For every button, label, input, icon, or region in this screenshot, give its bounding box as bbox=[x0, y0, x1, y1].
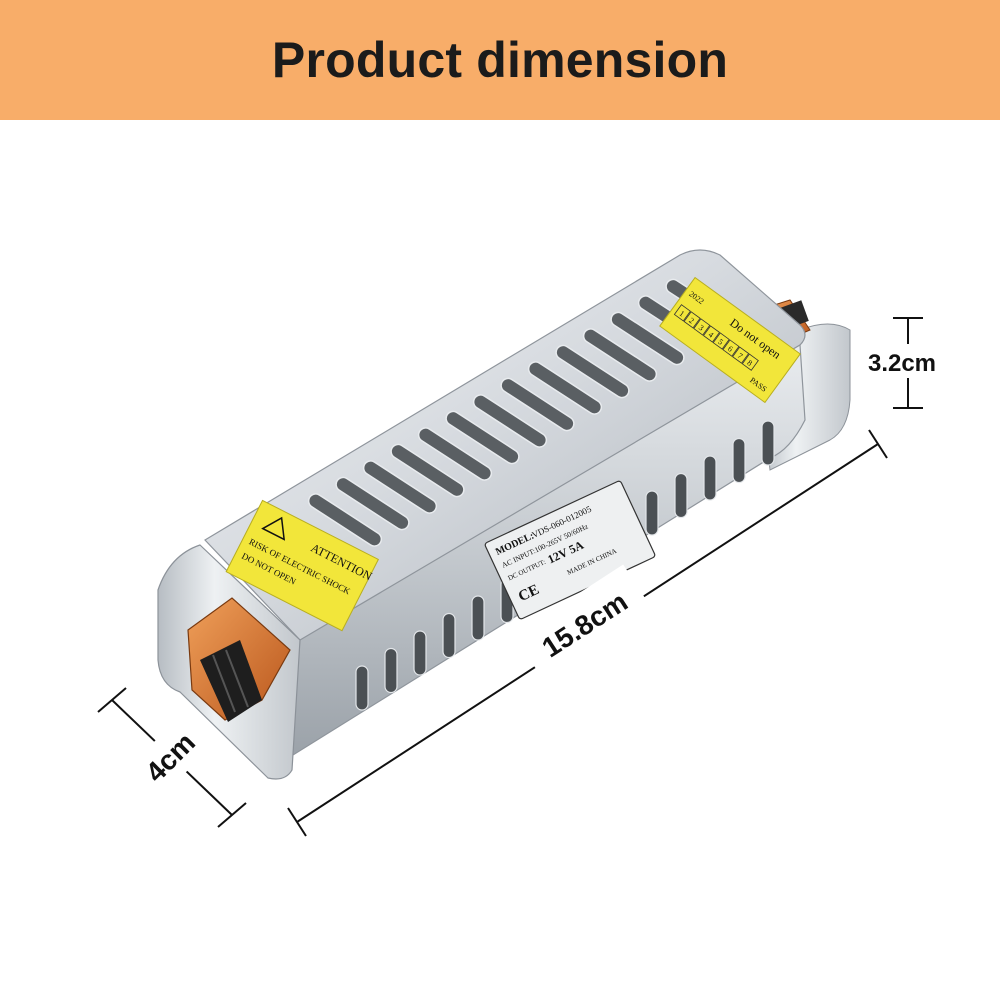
side-vent-slot bbox=[355, 665, 369, 711]
front-terminal-block bbox=[187, 597, 291, 722]
seal-digit: 4 bbox=[707, 330, 716, 340]
seal-digit: 7 bbox=[736, 351, 745, 361]
side-vent-slot bbox=[732, 437, 746, 484]
height-label-bg bbox=[860, 344, 946, 378]
page-title: Product dimension bbox=[271, 32, 729, 88]
top-vent-slot bbox=[390, 443, 465, 498]
seal-digit: 5 bbox=[716, 337, 725, 347]
top-vent-slot bbox=[335, 476, 410, 531]
seal-digit-box bbox=[712, 332, 730, 350]
top-vent-slot bbox=[362, 460, 438, 514]
rating-label: MODEL: VDS-060-012005 AC INPUT:100-265V … bbox=[484, 480, 656, 620]
seal-digit: 8 bbox=[745, 358, 754, 368]
height-dimension-label: 3.2cm bbox=[868, 350, 936, 377]
length-label-bg bbox=[514, 564, 656, 686]
ce-mark: CE bbox=[516, 582, 542, 605]
side-vent-slot bbox=[384, 647, 398, 694]
seal-digit: 6 bbox=[726, 344, 735, 354]
top-vent-slot bbox=[472, 394, 548, 448]
title-banner: Product dimension bbox=[0, 0, 1000, 120]
seal-digit-box bbox=[722, 339, 740, 357]
width-label-bg bbox=[126, 713, 214, 801]
top-vent-slot bbox=[610, 311, 685, 366]
warning-triangle-icon bbox=[261, 516, 286, 541]
seal-digit-box bbox=[693, 318, 711, 336]
seal-digit-box bbox=[732, 346, 750, 364]
top-vent-slot bbox=[582, 328, 658, 382]
top-vent-slot bbox=[307, 493, 383, 547]
top-vent-slot bbox=[555, 344, 630, 399]
side-vent-slot bbox=[703, 455, 717, 501]
top-vent-slot bbox=[527, 361, 603, 415]
seal-digit-box bbox=[683, 311, 701, 329]
seal-digit-box bbox=[741, 353, 759, 371]
side-vent-slot bbox=[645, 490, 659, 536]
top-vent-slot bbox=[417, 427, 493, 481]
side-vent-slot bbox=[761, 420, 775, 466]
seal-digit: 3 bbox=[697, 323, 706, 333]
side-vent-slot bbox=[471, 595, 485, 641]
side-vent-slot bbox=[442, 612, 456, 659]
top-vent-slot bbox=[445, 410, 520, 465]
top-vent-slots bbox=[307, 278, 740, 547]
seal-digit: 2 bbox=[687, 316, 696, 326]
side-vent-slot bbox=[413, 630, 427, 676]
seal-digit: 1 bbox=[678, 309, 687, 319]
seal-digit-box bbox=[702, 325, 721, 343]
seal-digit-box bbox=[673, 304, 691, 322]
side-vent-slot bbox=[674, 472, 688, 519]
top-vent-slot bbox=[500, 377, 575, 432]
